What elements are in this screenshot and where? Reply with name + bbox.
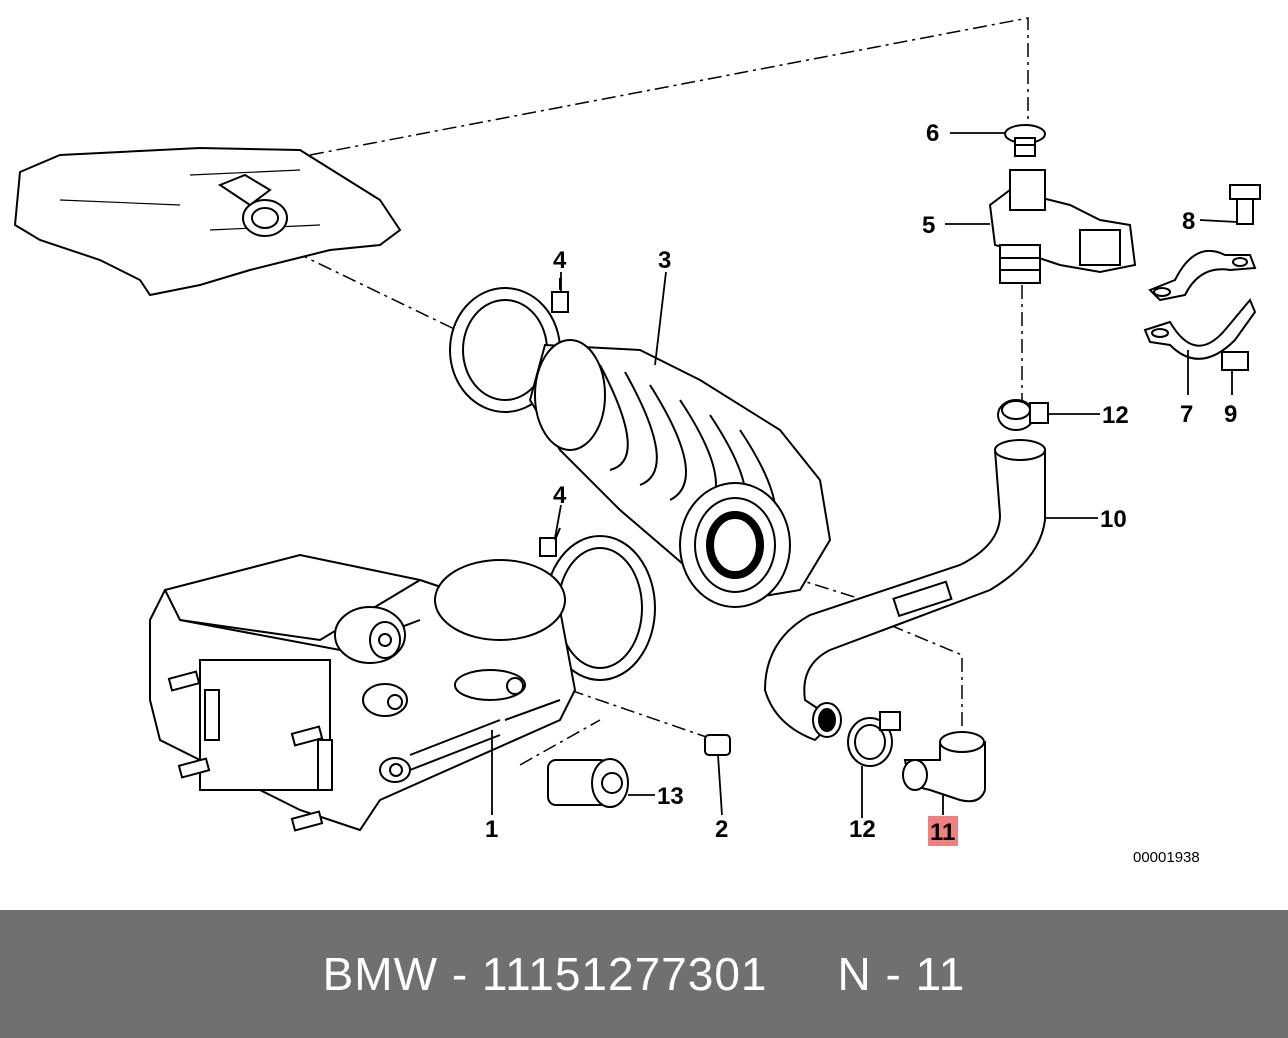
exploded-view-drawing: 6 5 8 7 9 12 10 4 3 4 1 2 13 12 11 00001…: [13, 17, 1261, 866]
elbow-fitting: [902, 731, 986, 803]
callout-4-lower: 4: [553, 482, 567, 509]
callout-7: 7: [1180, 401, 1193, 428]
part-number-label: BMW - 11151277301: [322, 948, 768, 1000]
callout-12-lower: 12: [849, 816, 876, 843]
hose-clamp-small-upper: [997, 399, 1049, 431]
callout-3: 3: [658, 247, 671, 274]
callout-4-upper: 4: [553, 247, 567, 274]
callout-5: 5: [922, 212, 935, 239]
callout-8: 8: [1182, 208, 1195, 235]
idle-valve: [988, 169, 1137, 284]
highlight-box: [928, 816, 958, 846]
callout-9: 9: [1224, 401, 1237, 428]
callout-2: 2: [715, 816, 728, 843]
callout-6: 6: [926, 120, 939, 147]
intake-manifold: [13, 146, 402, 297]
air-flow-meter: [149, 553, 577, 832]
leader-lines: [491, 132, 1238, 818]
hose-clamp-small-lower: [847, 711, 901, 767]
callout-11: 11: [930, 819, 955, 846]
rubber-boot: [528, 339, 832, 608]
callout-12-upper: 12: [1102, 402, 1129, 429]
cap-part: [704, 734, 731, 756]
hose-clamp-upper: [449, 278, 569, 413]
parts-diagram: 6 5 8 7 9 12 10 4 3 4 1 2 13 12 11 00001…: [13, 17, 1261, 866]
diagram-reference-code: 00001938: [1133, 849, 1200, 866]
bracket-assembly: [1143, 184, 1261, 371]
position-label: N - 11: [837, 948, 966, 1000]
callout-1: 1: [485, 816, 498, 843]
callout-13: 13: [657, 783, 684, 810]
hose-part: [763, 439, 1046, 742]
plug-connector: [547, 758, 629, 808]
seal-ring: [1004, 124, 1046, 157]
callout-10: 10: [1100, 506, 1127, 533]
part-number-footer: BMW - 11151277301 N - 11: [0, 910, 1288, 1038]
